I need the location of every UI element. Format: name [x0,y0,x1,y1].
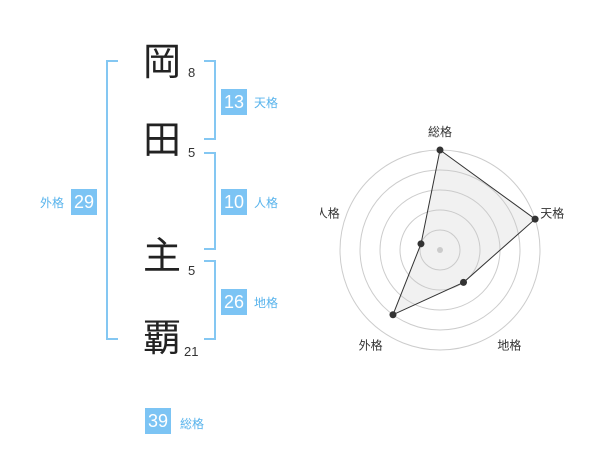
radar-axis-label-5: 人格 [320,206,340,221]
radar-ring-1 [419,229,461,271]
name-char-2: 田 [142,118,181,162]
name-char-4: 覇 [142,316,181,360]
radar-axis-label-3: 地格 [497,337,521,352]
name-char-1: 岡 [142,40,181,84]
radar-ring-4 [359,169,521,331]
radar-axis-label-4: 外格 [359,337,383,352]
name-char-3: 主 [142,234,181,278]
chikaku-bracket [204,260,216,340]
soukaku-label: 総格 [180,417,205,431]
jinkaku-bracket [204,152,216,250]
radar-axis-label-2: 天格 [540,206,564,221]
radar-axis-label-1: 総格 [428,124,452,139]
chikaku-value: 26 [221,289,248,315]
radar-point-5 [417,240,425,248]
tenkaku-value: 13 [221,89,248,115]
radar-center-dot [437,247,443,253]
gaikaku-label: 外格 [40,196,65,210]
tenkaku-bracket [204,60,216,140]
radar-area [392,149,536,316]
gaikaku-value: 29 [71,189,98,215]
jinkaku-label: 人格 [254,196,279,210]
stroke-count-3: 5 [188,263,196,278]
soukaku-value: 39 [145,408,172,434]
chikaku-label: 地格 [254,296,279,310]
stroke-count-4: 21 [184,344,199,359]
radar-point-4 [389,311,397,319]
radar-ring-2 [399,209,481,291]
radar-point-2 [531,215,539,223]
jinkaku-value: 10 [221,189,248,215]
stroke-count-1: 8 [188,65,196,80]
tenkaku-label: 天格 [254,96,279,110]
gaikaku-bracket [106,60,118,340]
radar-point-1 [436,146,444,154]
stroke-count-2: 5 [188,145,196,160]
radar-point-3 [460,278,468,286]
